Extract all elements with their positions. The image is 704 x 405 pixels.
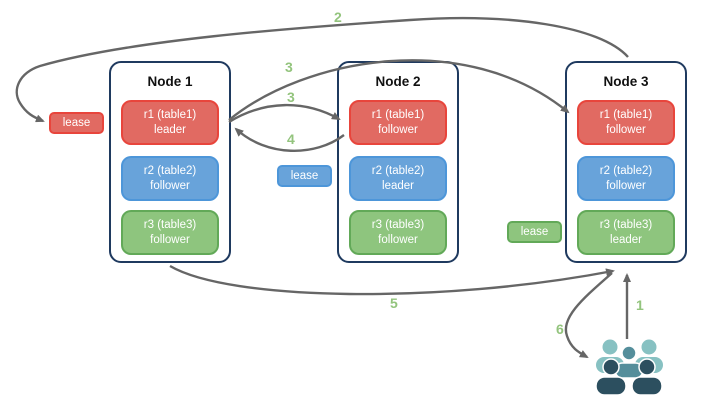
node1-title: Node 1 [147, 74, 193, 89]
replica-role: follower [606, 179, 646, 192]
replica-role: follower [150, 179, 190, 192]
node2-box: Node 2 r1 (table1) follower r2 (table2) … [337, 61, 459, 263]
step-label-6: 6 [556, 321, 564, 337]
arrow-step3-node1-to-node2 [228, 103, 341, 124]
replica-role: follower [378, 233, 418, 246]
step-label-3b: 3 [287, 89, 295, 105]
replica-role: follower [150, 233, 190, 246]
node3-box: Node 3 r1 (table1) follower r2 (table2) … [565, 61, 687, 263]
node1-replica-r3: r3 (table3) follower [121, 210, 219, 255]
replica-role: leader [382, 179, 414, 192]
node2-replica-r1: r1 (table1) follower [349, 100, 447, 145]
replica-role: follower [606, 123, 646, 136]
step-label-4: 4 [287, 131, 295, 147]
replica-label: r3 (table3) [599, 218, 653, 231]
node2-title: Node 2 [375, 74, 421, 89]
replica-role: leader [610, 233, 642, 246]
node1-replica-r2: r2 (table2) follower [121, 156, 219, 201]
node3-replica-r1: r1 (table1) follower [577, 100, 675, 145]
replica-label: r1 (table1) [143, 108, 197, 121]
replica-role: leader [154, 123, 186, 136]
replica-role: follower [378, 123, 418, 136]
node1-box: Node 1 r1 (table1) leader r2 (table2) fo… [109, 61, 231, 263]
replica-label: r1 (table1) [371, 108, 425, 121]
node3-replica-r2: r2 (table2) follower [577, 156, 675, 201]
lease-badge-table3: lease [507, 221, 562, 243]
lease-badge-table1: lease [49, 112, 104, 134]
node3-replica-r3: r3 (table3) leader [577, 210, 675, 255]
arrow-step5-node1-to-node3 [169, 264, 615, 296]
node2-replica-r2: r2 (table2) leader [349, 156, 447, 201]
node1-replica-r1: r1 (table1) leader [121, 100, 219, 145]
replica-label: r2 (table2) [599, 164, 653, 177]
lease-badge-table2: lease [277, 165, 332, 187]
arrow-step6-node3-to-users [564, 272, 613, 359]
replica-label: r3 (table3) [143, 218, 197, 231]
replica-label: r2 (table2) [371, 164, 425, 177]
step-label-1: 1 [636, 297, 644, 313]
step-label-2: 2 [334, 9, 342, 25]
step-label-5: 5 [390, 295, 398, 311]
replica-label: r2 (table2) [143, 164, 197, 177]
node2-replica-r3: r3 (table3) follower [349, 210, 447, 255]
node3-title: Node 3 [603, 74, 649, 89]
replica-label: r1 (table1) [599, 108, 653, 121]
step-label-3a: 3 [285, 59, 293, 75]
replica-label: r3 (table3) [371, 218, 425, 231]
